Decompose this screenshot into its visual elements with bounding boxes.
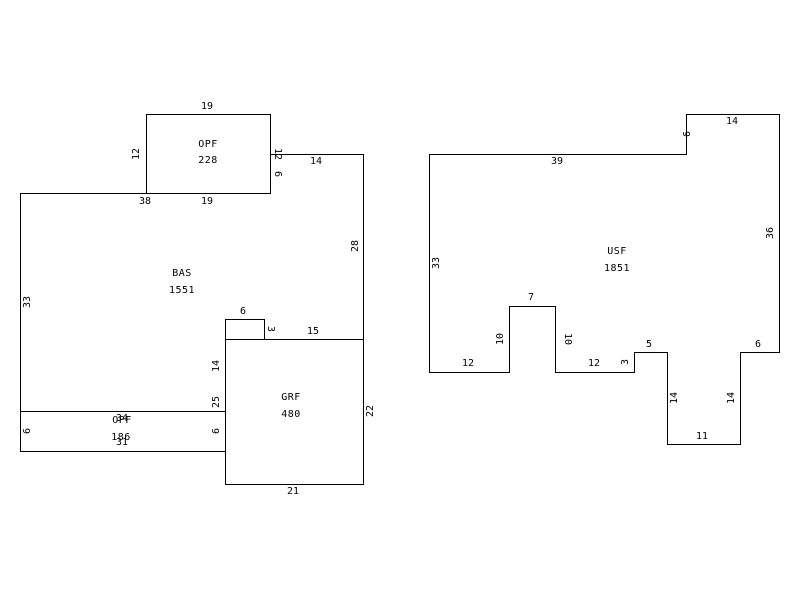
opf-top-area-name: OPF: [198, 139, 218, 150]
dim-grf-right: 22: [365, 405, 376, 417]
bas-area-name: BAS: [172, 268, 192, 279]
dim-bas-right: 28: [350, 240, 361, 252]
dim-bas-inner: 14: [211, 360, 222, 372]
usf-area-name: USF: [607, 246, 627, 257]
dim-usf-bump-top: 7: [528, 292, 534, 303]
dim-grf-bottom: 21: [287, 486, 299, 497]
dim-usf-tab-bottom: 11: [696, 431, 708, 442]
dim-usf-small-top: 5: [646, 339, 652, 350]
dim-usf-tab-left: 14: [669, 392, 680, 404]
dim-usf-small-rise: 3: [620, 359, 631, 365]
dim-grf-left: 25: [211, 396, 222, 408]
dim-opf-top-right: 12: [272, 148, 283, 160]
opf-bottom-area-name: OPF: [112, 415, 132, 426]
dim-opf-bottom-right: 6: [211, 428, 222, 434]
grf-area-name: GRF: [281, 392, 301, 403]
opf-bottom-outline: [20, 411, 226, 452]
dim-usf-top: 39: [551, 156, 563, 167]
bas-area-value: 1551: [169, 285, 195, 296]
dim-usf-left: 33: [431, 257, 442, 269]
bas-outline: [20, 154, 364, 412]
dim-notch-top: 6: [240, 306, 246, 317]
dim-bas-right-top: 14: [310, 156, 322, 167]
dim-usf-bottom-mid: 12: [588, 358, 600, 369]
dim-opf-top-bottom: 19: [201, 196, 213, 207]
dim-usf-bump-left: 10: [495, 333, 506, 345]
dim-notch-bottom: 15: [307, 326, 319, 337]
dim-usf-bump-right: 10: [562, 333, 573, 345]
dim-opf-bottom-bottom: 31: [116, 437, 128, 448]
dim-bas-step: 6: [272, 171, 283, 177]
dim-bas-left: 33: [22, 296, 33, 308]
usf-area-value: 1851: [604, 263, 630, 274]
dim-opf-top-top: 19: [201, 101, 213, 112]
dim-usf-right: 36: [765, 227, 776, 239]
dim-opf-bottom-top: 34: [116, 413, 128, 424]
dim-opf-top-left: 12: [131, 148, 142, 160]
dim-opf-bottom-left: 6: [22, 428, 33, 434]
opf-top-area-value: 228: [198, 155, 218, 166]
dim-usf-bottom-left: 12: [462, 358, 474, 369]
grf-area-value: 480: [281, 409, 301, 420]
dim-usf-right-bottom: 6: [755, 339, 761, 350]
dim-bas-top: 38: [139, 196, 151, 207]
grf-notch-outline: [225, 319, 265, 340]
dim-usf-tab-right: 14: [726, 392, 737, 404]
dim-usf-top-right: 14: [726, 116, 738, 127]
dim-notch-side: 3: [265, 326, 276, 332]
opf-bottom-area-value: 186: [111, 432, 131, 443]
dim-usf-step-left: 6: [682, 131, 693, 137]
usf-outline: [429, 114, 780, 445]
opf-top-outline: [146, 114, 271, 194]
